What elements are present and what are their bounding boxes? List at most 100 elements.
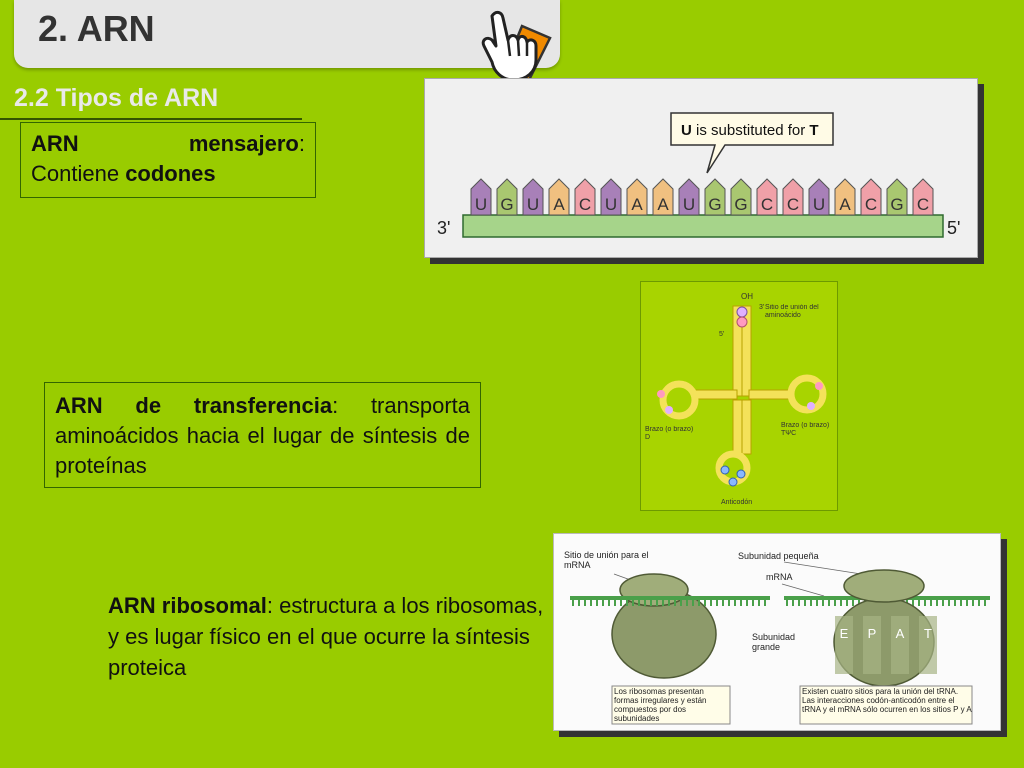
site-slot bbox=[919, 616, 937, 674]
rrna-description: : estructura a los ribosomas, y es lugar… bbox=[108, 593, 544, 680]
rrna-textblock: ARN ribosomal: estructura a los ribosoma… bbox=[108, 590, 548, 683]
small-subunit-label: Subunidad pequeña bbox=[738, 551, 819, 561]
base-letter: A bbox=[631, 195, 643, 214]
strand-tooth bbox=[942, 600, 944, 606]
strand-tooth bbox=[662, 600, 664, 606]
strand-tooth bbox=[644, 600, 646, 606]
left-note: Los ribosomas presentan formas irregular… bbox=[614, 687, 707, 723]
base-tab bbox=[470, 178, 492, 216]
base-letter: U bbox=[605, 195, 617, 214]
base-letter: U bbox=[683, 195, 695, 214]
strand-tooth bbox=[734, 600, 736, 606]
base-letter: C bbox=[917, 195, 929, 214]
base-tab bbox=[548, 178, 570, 216]
base-letter: C bbox=[579, 195, 591, 214]
strand-tooth bbox=[584, 600, 586, 606]
strand-tooth bbox=[692, 600, 694, 606]
d-arm-label: Brazo (o brazo) D bbox=[645, 426, 694, 441]
strand-tooth bbox=[764, 600, 766, 606]
strand-tooth bbox=[746, 600, 748, 606]
mrna-textbox: ARN mensajero: Contiene codones bbox=[20, 122, 316, 198]
site-letter: E bbox=[840, 626, 849, 641]
strand-tooth bbox=[626, 600, 628, 606]
base-letter: C bbox=[761, 195, 773, 214]
base-letter: G bbox=[500, 195, 513, 214]
mrna-site-label: Sitio de unión para el mRNA bbox=[564, 550, 649, 570]
strand-tooth bbox=[960, 600, 962, 606]
strand-tooth bbox=[668, 600, 670, 606]
rrna-term: ARN ribosomal bbox=[108, 593, 267, 618]
site-letter: T bbox=[924, 626, 932, 641]
strand-tooth bbox=[912, 600, 914, 606]
base-letter: C bbox=[865, 195, 877, 214]
base-tab bbox=[730, 178, 752, 216]
strand-tooth bbox=[948, 600, 950, 606]
strand-tooth bbox=[596, 600, 598, 606]
base-letter: A bbox=[839, 195, 851, 214]
subtitle-underline bbox=[0, 118, 302, 120]
strand-tooth bbox=[740, 600, 742, 606]
strand-tooth bbox=[704, 600, 706, 606]
base-tab bbox=[704, 178, 726, 216]
base-letter: A bbox=[657, 195, 669, 214]
strand-tooth bbox=[972, 600, 974, 606]
mrna-term: ARN bbox=[31, 131, 79, 156]
end5-label: 5' bbox=[719, 331, 724, 338]
strand-tooth bbox=[710, 600, 712, 606]
mrna-line2: Contiene bbox=[31, 161, 126, 186]
strand-tooth bbox=[786, 600, 788, 606]
base-tab bbox=[756, 178, 778, 216]
strand-tooth bbox=[918, 600, 920, 606]
strand-tooth bbox=[936, 600, 938, 606]
base-tab bbox=[860, 178, 882, 216]
base-letter: C bbox=[787, 195, 799, 214]
trna-textbox: ARN de transferencia: transporta aminoác… bbox=[44, 382, 481, 488]
base-tab bbox=[808, 178, 830, 216]
strand-tooth bbox=[834, 600, 836, 606]
large-subunit-label: Subunidad grande bbox=[752, 632, 796, 652]
base-tab bbox=[652, 178, 674, 216]
site-slot bbox=[891, 616, 909, 674]
title-banner bbox=[14, 0, 560, 68]
strand-tooth bbox=[680, 600, 682, 606]
right-note: Existen cuatro sitios para la unión del … bbox=[802, 687, 972, 714]
base-tab bbox=[496, 178, 518, 216]
strand-tooth bbox=[650, 600, 652, 606]
trna-description: : transporta aminoácidos hacia el lugar … bbox=[55, 393, 470, 478]
mrna-codones: codones bbox=[125, 161, 216, 186]
strand-tooth bbox=[686, 600, 688, 606]
strand-tooth bbox=[984, 600, 986, 606]
strand-tooth bbox=[722, 600, 724, 606]
base-tab bbox=[678, 178, 700, 216]
t-arm-label: Brazo (o brazo) TΨC bbox=[781, 422, 830, 437]
strand-tooth bbox=[954, 600, 956, 606]
trna-term: ARN de transferencia bbox=[55, 393, 333, 418]
strand-tooth bbox=[930, 600, 932, 606]
mrna-backbone bbox=[462, 214, 944, 238]
strand-tooth bbox=[810, 600, 812, 606]
site-letter: P bbox=[868, 626, 877, 641]
base-tab bbox=[912, 178, 934, 216]
strand-tooth bbox=[752, 600, 754, 606]
strand-tooth bbox=[638, 600, 640, 606]
strand-tooth bbox=[758, 600, 760, 606]
rrna-figure: Sitio de unión para el mRNA Subunidad pe… bbox=[553, 533, 1001, 731]
trna-figure: OH 3' 5' Sitio de unión del aminoácido B… bbox=[640, 281, 838, 511]
strand-tooth bbox=[578, 600, 580, 606]
site-letter: A bbox=[896, 626, 905, 641]
strand-tooth bbox=[828, 600, 830, 606]
base-letter: G bbox=[708, 195, 721, 214]
site-slot bbox=[863, 616, 881, 674]
strand-tooth bbox=[804, 600, 806, 606]
strand-tooth bbox=[966, 600, 968, 606]
end-5-label: 5' bbox=[947, 218, 960, 238]
oh-label: OH bbox=[741, 292, 753, 301]
strand-tooth bbox=[798, 600, 800, 606]
end-3-label: 3' bbox=[437, 218, 450, 238]
strand-tooth bbox=[822, 600, 824, 606]
base-tab bbox=[522, 178, 544, 216]
strand-tooth bbox=[852, 600, 854, 606]
